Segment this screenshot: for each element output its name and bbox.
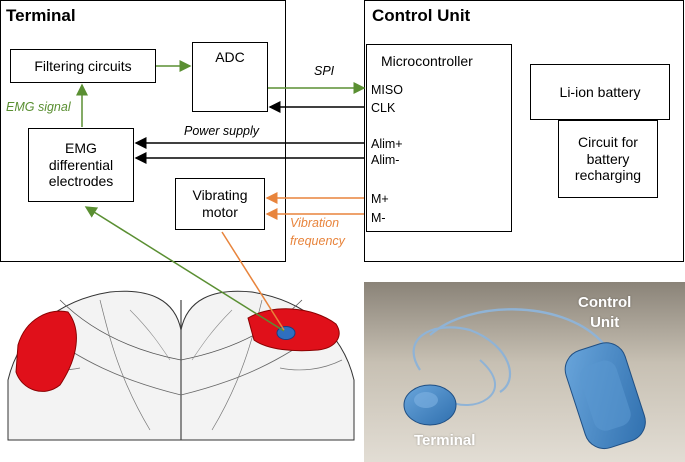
pin-m-plus: M+ [371, 192, 389, 206]
photo-control-label-2: Unit [590, 313, 620, 331]
shoulder-illustration [0, 282, 362, 462]
emg-electrodes-box: EMG differential electrodes [28, 128, 134, 202]
pin-alim-plus: Alim+ [371, 137, 403, 151]
vibration-frequency-label-2: frequency [290, 234, 345, 248]
microcontroller-box: Microcontroller MISO CLK Alim+ Alim- M+ … [366, 44, 512, 232]
microcontroller-title: Microcontroller [381, 53, 473, 69]
vibrating-motor-box: Vibrating motor [175, 178, 265, 230]
control-unit-frame [364, 0, 684, 262]
recharge-label-3: recharging [574, 167, 642, 184]
photo-control-label-1: Control [578, 294, 632, 311]
adc-box: ADC [192, 42, 268, 112]
control-unit-title: Control Unit [372, 6, 471, 25]
pin-m-minus: M- [371, 211, 386, 225]
photo-control-unit-caption: Control Unit [578, 293, 631, 332]
terminal-title: Terminal [6, 6, 76, 25]
device-photo [364, 282, 685, 462]
pin-miso: MISO [371, 83, 403, 97]
motor-to-site-line [221, 231, 285, 331]
vib-label-2: motor [202, 204, 238, 220]
emg-label-3: electrodes [48, 173, 114, 190]
photo-terminal-caption: Terminal [414, 432, 476, 449]
terminal-frame [0, 0, 286, 262]
li-ion-battery-box: Li-ion battery [530, 64, 670, 120]
vibration-frequency-label-1: Vibration [290, 216, 340, 230]
spi-label: SPI [314, 64, 335, 78]
electrode-site-to-emg-arrow [84, 206, 285, 332]
emg-label-1: EMG [65, 139, 97, 156]
pin-clk: CLK [371, 101, 396, 115]
emg-label-2: differential [48, 156, 114, 173]
recharge-label-2: battery [586, 150, 630, 167]
vib-label-1: Vibrating [192, 187, 248, 204]
emg-signal-label: EMG signal [6, 100, 71, 114]
recharge-label-1: Circuit for [578, 133, 638, 150]
adc-label: ADC [215, 49, 245, 65]
pin-alim-minus: Alim- [371, 153, 400, 167]
filtering-circuits-box: Filtering circuits [10, 49, 156, 83]
power-supply-label: Power supply [184, 124, 260, 138]
recharge-circuit-box: Circuit for battery recharging [558, 120, 658, 198]
